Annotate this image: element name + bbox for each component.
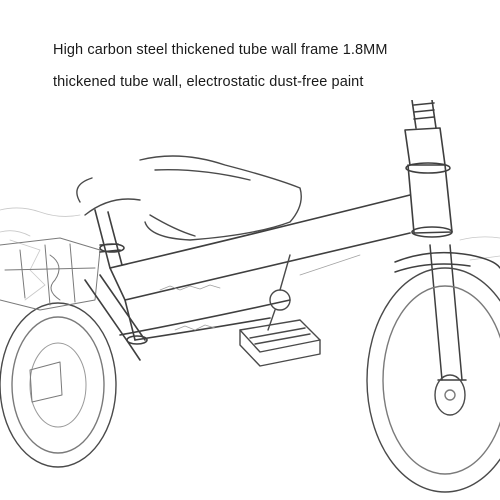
front-fork <box>394 244 500 381</box>
frame <box>84 194 411 361</box>
front-wheel <box>366 267 500 493</box>
frame-texture <box>159 254 361 331</box>
pedal <box>239 254 321 367</box>
rear-basket <box>0 237 101 311</box>
head-tube <box>404 100 453 238</box>
background-texture <box>0 207 500 301</box>
rear-wheel <box>0 302 117 468</box>
tricycle-sketch <box>0 100 500 493</box>
caption-line-2: thickened tube wall, electrostatic dust-… <box>53 74 364 90</box>
seat <box>76 155 302 241</box>
caption-line-1: High carbon steel thickened tube wall fr… <box>53 42 388 58</box>
caption: High carbon steel thickened tube wall fr… <box>53 34 493 98</box>
